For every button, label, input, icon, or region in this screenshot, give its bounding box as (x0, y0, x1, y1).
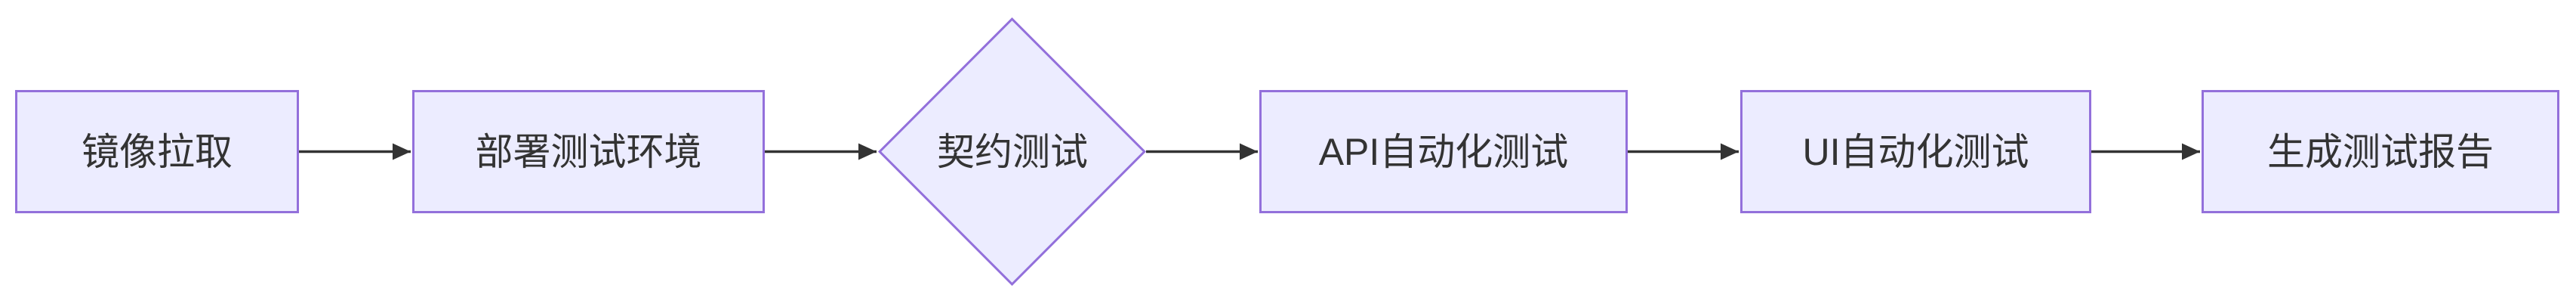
node-ui-automation-test-label: UI自动化测试 (1802, 130, 2029, 173)
node-deploy-test-env: 部署测试环境 (412, 90, 765, 213)
node-deploy-test-env-label: 部署测试环境 (475, 130, 702, 173)
node-api-automation-test-label: API自动化测试 (1318, 130, 1569, 173)
node-generate-test-report-label: 生成测试报告 (2267, 130, 2494, 173)
node-api-automation-test: API自动化测试 (1259, 90, 1628, 213)
node-contract-test: 契约测试 (878, 17, 1147, 287)
node-contract-test-label: 契约测试 (937, 130, 1088, 173)
node-image-pull-label: 镜像拉取 (82, 130, 233, 173)
node-generate-test-report: 生成测试报告 (2202, 90, 2559, 213)
node-ui-automation-test: UI自动化测试 (1740, 90, 2091, 213)
node-image-pull: 镜像拉取 (15, 90, 299, 213)
